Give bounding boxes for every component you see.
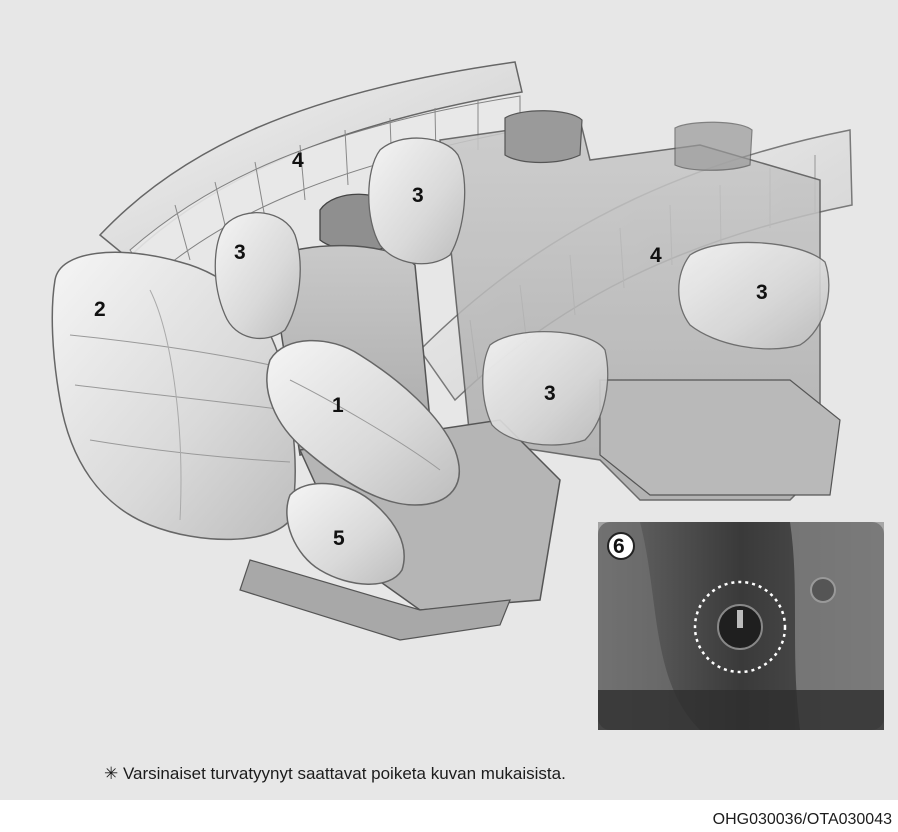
- callout-4-left: 4: [292, 149, 304, 172]
- illustration-frame: 4 3 3 2 1 4 3 3 5 6: [0, 0, 898, 800]
- callout-3-rear-right: 3: [756, 281, 768, 304]
- callout-3-front-left: 3: [234, 241, 246, 264]
- figure-code: OHG030036/OTA030043: [713, 811, 892, 829]
- callout-3-front-right: 3: [544, 382, 556, 405]
- callout-6: 6: [613, 535, 625, 558]
- callout-1: 1: [332, 394, 344, 417]
- side-airbag-front-left: [215, 213, 300, 339]
- callout-3-rear-left: 3: [412, 184, 424, 207]
- callout-2: 2: [94, 298, 106, 321]
- callout-5: 5: [333, 527, 345, 550]
- callout-4-right: 4: [650, 244, 662, 267]
- airbag-illustration: 4 3 3 2 1 4 3 3 5 6: [0, 0, 898, 800]
- footnote: ✳ Varsinaiset turvatyynyt saattavat poik…: [104, 764, 566, 784]
- switch-inset: 6: [598, 522, 884, 730]
- side-airbag-rear-right: [679, 242, 829, 348]
